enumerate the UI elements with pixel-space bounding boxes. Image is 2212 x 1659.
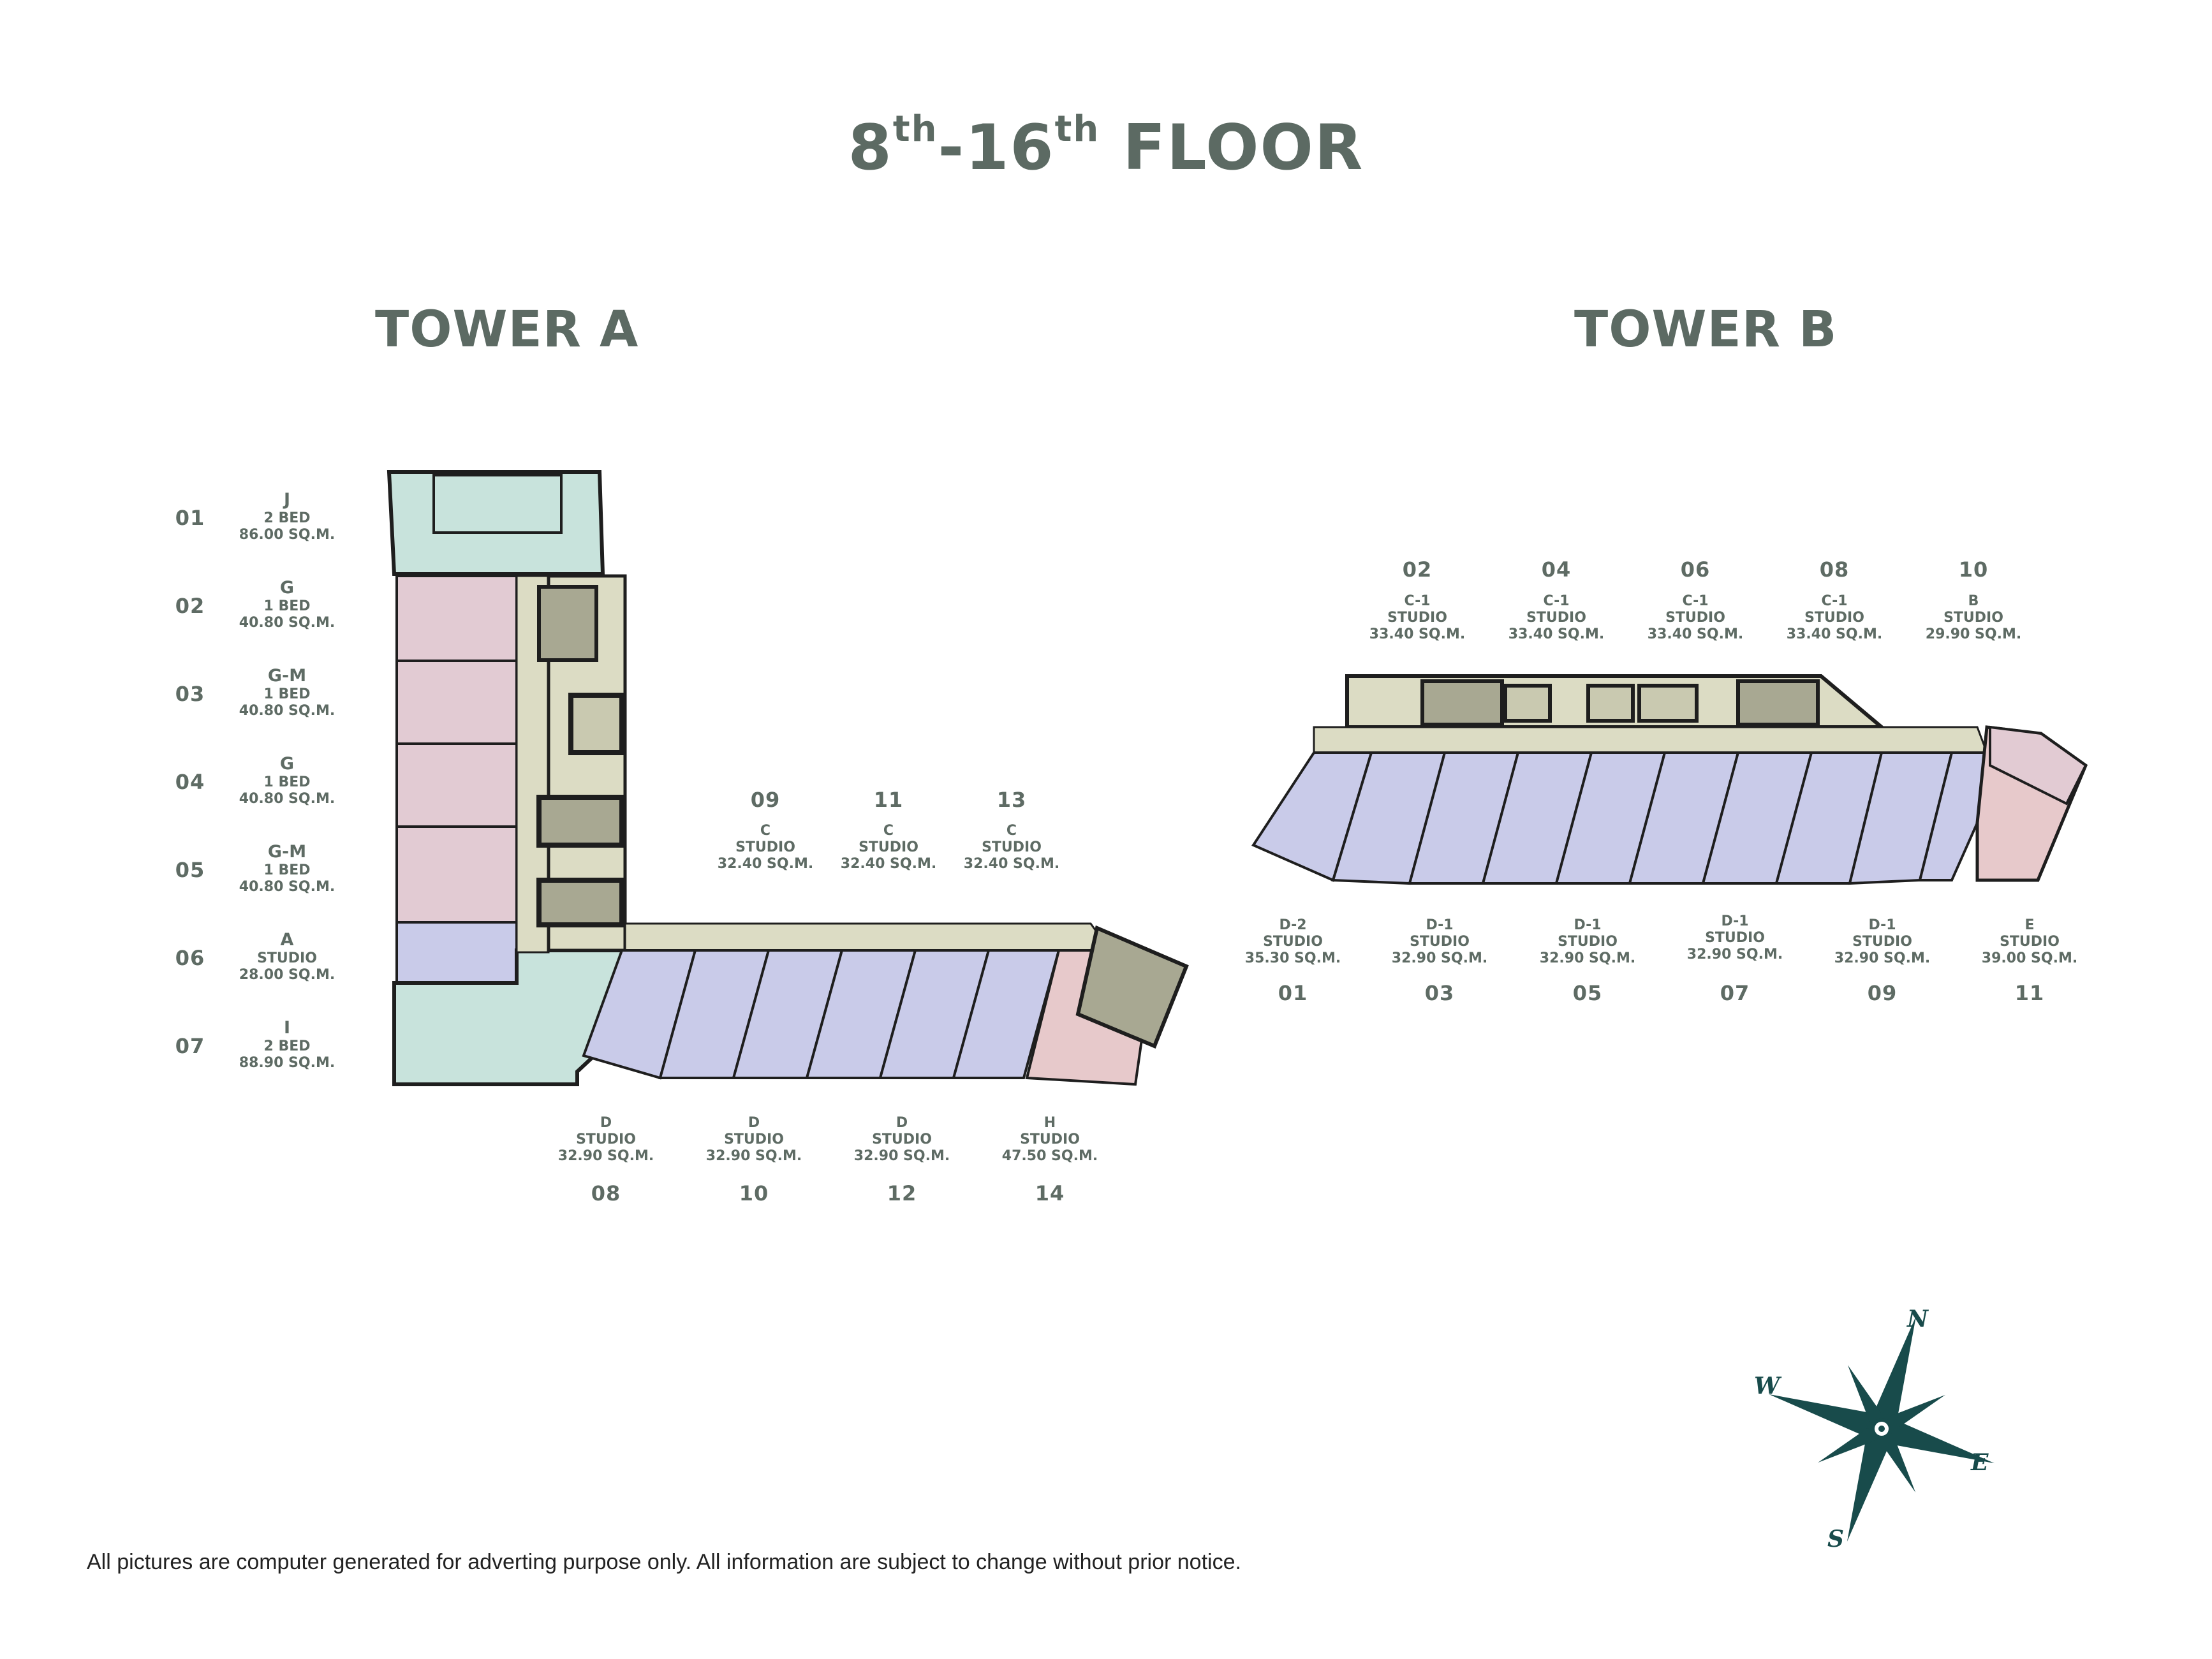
tower-b-lift-3: [1637, 684, 1699, 723]
tower-a-lift-1: [568, 693, 624, 755]
unit-a02-number: 02: [175, 594, 205, 618]
unit-a13-number: 13: [996, 788, 1027, 812]
unit-b06-number: 06: [1680, 557, 1711, 582]
unit-b08-number: 08: [1819, 557, 1850, 582]
unit-b10-number: 10: [1958, 557, 1989, 582]
unit-a06-number: 06: [175, 946, 205, 970]
unit-a05-number: 05: [175, 858, 205, 882]
unit-a07-number: 07: [175, 1034, 205, 1058]
tower-b-lift-2: [1586, 684, 1635, 723]
unit-b02-number: 02: [1402, 557, 1433, 582]
compass-n-label: N: [1906, 1306, 1929, 1332]
unit-b07-number: 07: [1720, 981, 1750, 1005]
unit-b10-shape: [1989, 725, 2088, 806]
page-title: 8th-16th FLOOR: [848, 108, 1364, 184]
tower-b-corridor: [1313, 726, 1989, 754]
tower-b-lift-1: [1503, 684, 1552, 723]
unit-a03-number: 03: [175, 682, 205, 706]
unit-b09b-shape: [1918, 751, 1989, 881]
unit-b03-number: 03: [1424, 981, 1455, 1005]
tower-a-lift-3: [536, 878, 624, 927]
compass-north-point: [1876, 1316, 1917, 1429]
unit-a14-number: 14: [1035, 1181, 1065, 1206]
compass-east-point: [1882, 1423, 1994, 1464]
unit-a12-number: 12: [887, 1181, 917, 1206]
compass-w-label: W: [1754, 1373, 1782, 1399]
unit-a02-shape: [395, 575, 518, 662]
unit-a10-number: 10: [739, 1181, 769, 1206]
tower-a-stair: [537, 585, 598, 662]
compass-ne-point: [1882, 1394, 1945, 1429]
unit-a01-inner: [432, 474, 563, 534]
tower-a-lift-2: [536, 795, 624, 848]
unit-b09-number: 09: [1867, 981, 1898, 1005]
unit-a01-shape: [387, 470, 605, 576]
unit-a11-number: 11: [873, 788, 904, 812]
unit-a04-number: 04: [175, 770, 205, 794]
compass-nw-point: [1847, 1365, 1882, 1429]
unit-a05-shape: [395, 825, 518, 924]
compass-west-point: [1769, 1394, 1882, 1434]
unit-a12b-shape: [952, 949, 1061, 1079]
tower-b-stair-1: [1420, 679, 1504, 726]
unit-a09-number: 09: [750, 788, 781, 812]
compass-south-point: [1847, 1429, 1887, 1542]
tower-a-end-stair: [1075, 925, 1189, 1049]
unit-a06-shape: [395, 921, 518, 984]
tower-b-title: TOWER B: [1574, 301, 1838, 358]
disclaimer-text: All pictures are computer generated for …: [87, 1550, 1241, 1574]
tower-b-stair-2: [1736, 679, 1820, 726]
unit-a04-shape: [395, 742, 518, 828]
unit-b11-number: 11: [2014, 981, 2045, 1005]
unit-b01-number: 01: [1278, 981, 1308, 1005]
tower-a-title: TOWER A: [375, 301, 639, 358]
compass-rose: [1769, 1316, 1994, 1542]
unit-a01-number: 01: [175, 506, 205, 530]
tower-b-plan: [1251, 674, 2088, 885]
tower-a-corridor-horizontal: [624, 922, 1112, 952]
unit-b04-number: 04: [1541, 557, 1572, 582]
compass-se-point: [1881, 1429, 1916, 1493]
compass-sw-point: [1818, 1428, 1882, 1463]
unit-b05-number: 05: [1572, 981, 1603, 1005]
unit-a08-number: 08: [591, 1181, 621, 1206]
unit-a03-shape: [395, 660, 518, 745]
compass-center-dot: [1878, 1426, 1885, 1432]
compass-s-label: S: [1827, 1526, 1844, 1552]
compass-e-label: E: [1970, 1449, 1989, 1476]
tower-a-plan: [387, 470, 1189, 1086]
